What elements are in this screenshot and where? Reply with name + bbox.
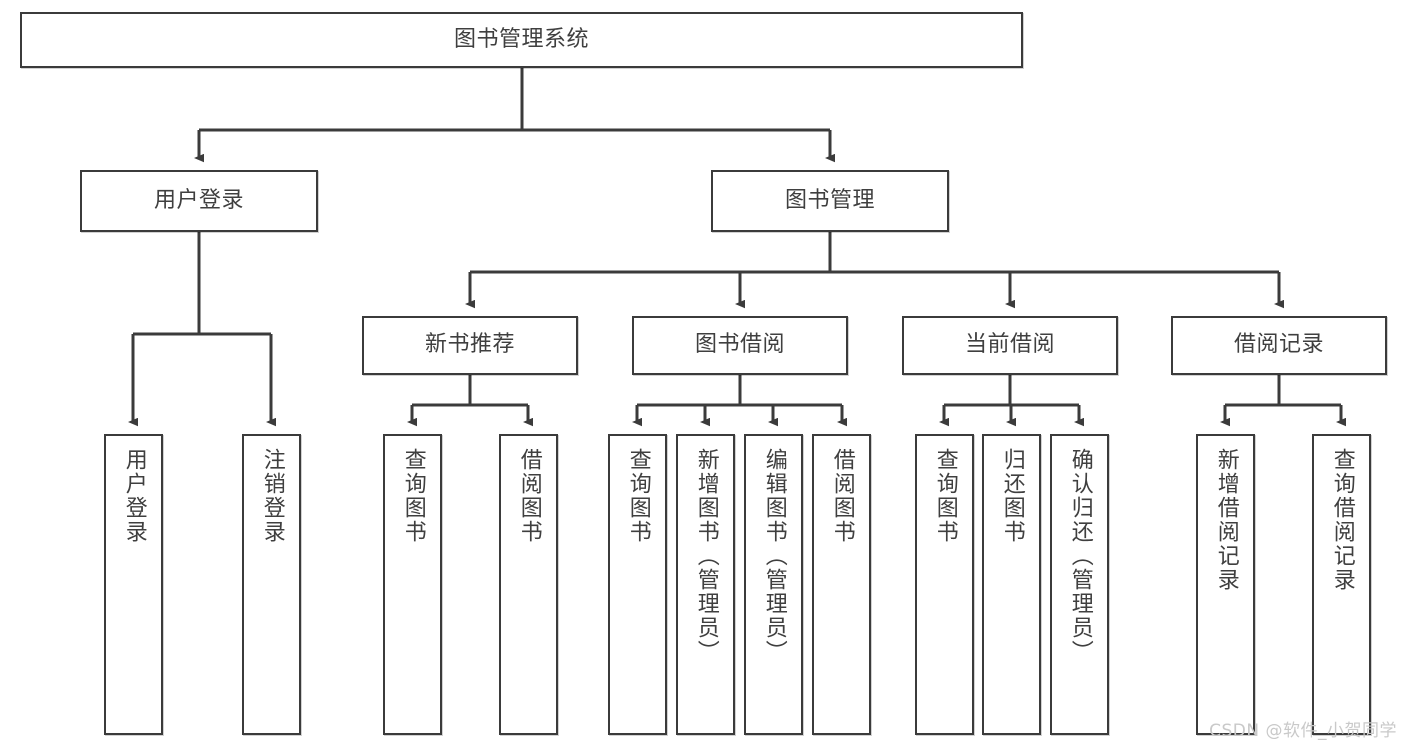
leaf-current-query-book[interactable]: 查询图书 (915, 434, 974, 735)
leaf-current-confirm-return-admin[interactable]: 确认归还（管理员） (1050, 434, 1109, 735)
node-label: 图书借阅 (694, 332, 785, 358)
node-label: 查询图书 (400, 448, 426, 544)
node-label: 当前借阅 (964, 332, 1055, 358)
node-book-management[interactable]: 图书管理 (711, 170, 949, 232)
node-label: 归还图书 (999, 448, 1025, 544)
node-label: 借阅记录 (1233, 332, 1324, 358)
leaf-borrow-borrow-book[interactable]: 借阅图书 (812, 434, 871, 735)
leaf-current-return-book[interactable]: 归还图书 (982, 434, 1041, 735)
node-label: 查询图书 (625, 448, 651, 544)
node-label: 注销登录 (259, 448, 285, 544)
leaf-new-book-query-book[interactable]: 查询图书 (383, 434, 442, 735)
leaf-user-login-login[interactable]: 用户登录 (104, 434, 163, 735)
leaf-user-login-logout[interactable]: 注销登录 (242, 434, 301, 735)
node-label: 确认归还（管理员） (1067, 448, 1093, 664)
node-borrowing-record[interactable]: 借阅记录 (1171, 316, 1387, 375)
node-label: 新书推荐 (424, 332, 515, 358)
node-root-book-management-system[interactable]: 图书管理系统 (20, 12, 1023, 68)
node-label: 查询借阅记录 (1329, 448, 1355, 592)
node-label: 图书管理系统 (453, 26, 589, 52)
node-user-login[interactable]: 用户登录 (80, 170, 318, 232)
node-label: 图书管理 (784, 187, 875, 213)
leaf-new-book-borrow-book[interactable]: 借阅图书 (499, 434, 558, 735)
node-label: 借阅图书 (829, 448, 855, 544)
leaf-borrow-edit-book-admin[interactable]: 编辑图书（管理员） (744, 434, 803, 735)
watermark-text: CSDN @软件_小贺同学 (1209, 721, 1397, 741)
node-book-borrowing[interactable]: 图书借阅 (632, 316, 848, 375)
node-label: 借阅图书 (516, 448, 542, 544)
node-label: 编辑图书（管理员） (761, 448, 787, 664)
leaf-record-add-borrow-record[interactable]: 新增借阅记录 (1196, 434, 1255, 735)
node-label: 查询图书 (932, 448, 958, 544)
leaf-record-query-borrow-record[interactable]: 查询借阅记录 (1312, 434, 1371, 735)
leaf-borrow-query-book[interactable]: 查询图书 (608, 434, 667, 735)
leaf-borrow-add-book-admin[interactable]: 新增图书（管理员） (676, 434, 735, 735)
node-label: 新增图书（管理员） (693, 448, 719, 664)
node-label: 用户登录 (153, 187, 244, 213)
node-new-book-recommendation[interactable]: 新书推荐 (362, 316, 578, 375)
node-label: 新增借阅记录 (1213, 448, 1239, 592)
node-current-borrowing[interactable]: 当前借阅 (902, 316, 1118, 375)
node-label: 用户登录 (121, 448, 147, 544)
